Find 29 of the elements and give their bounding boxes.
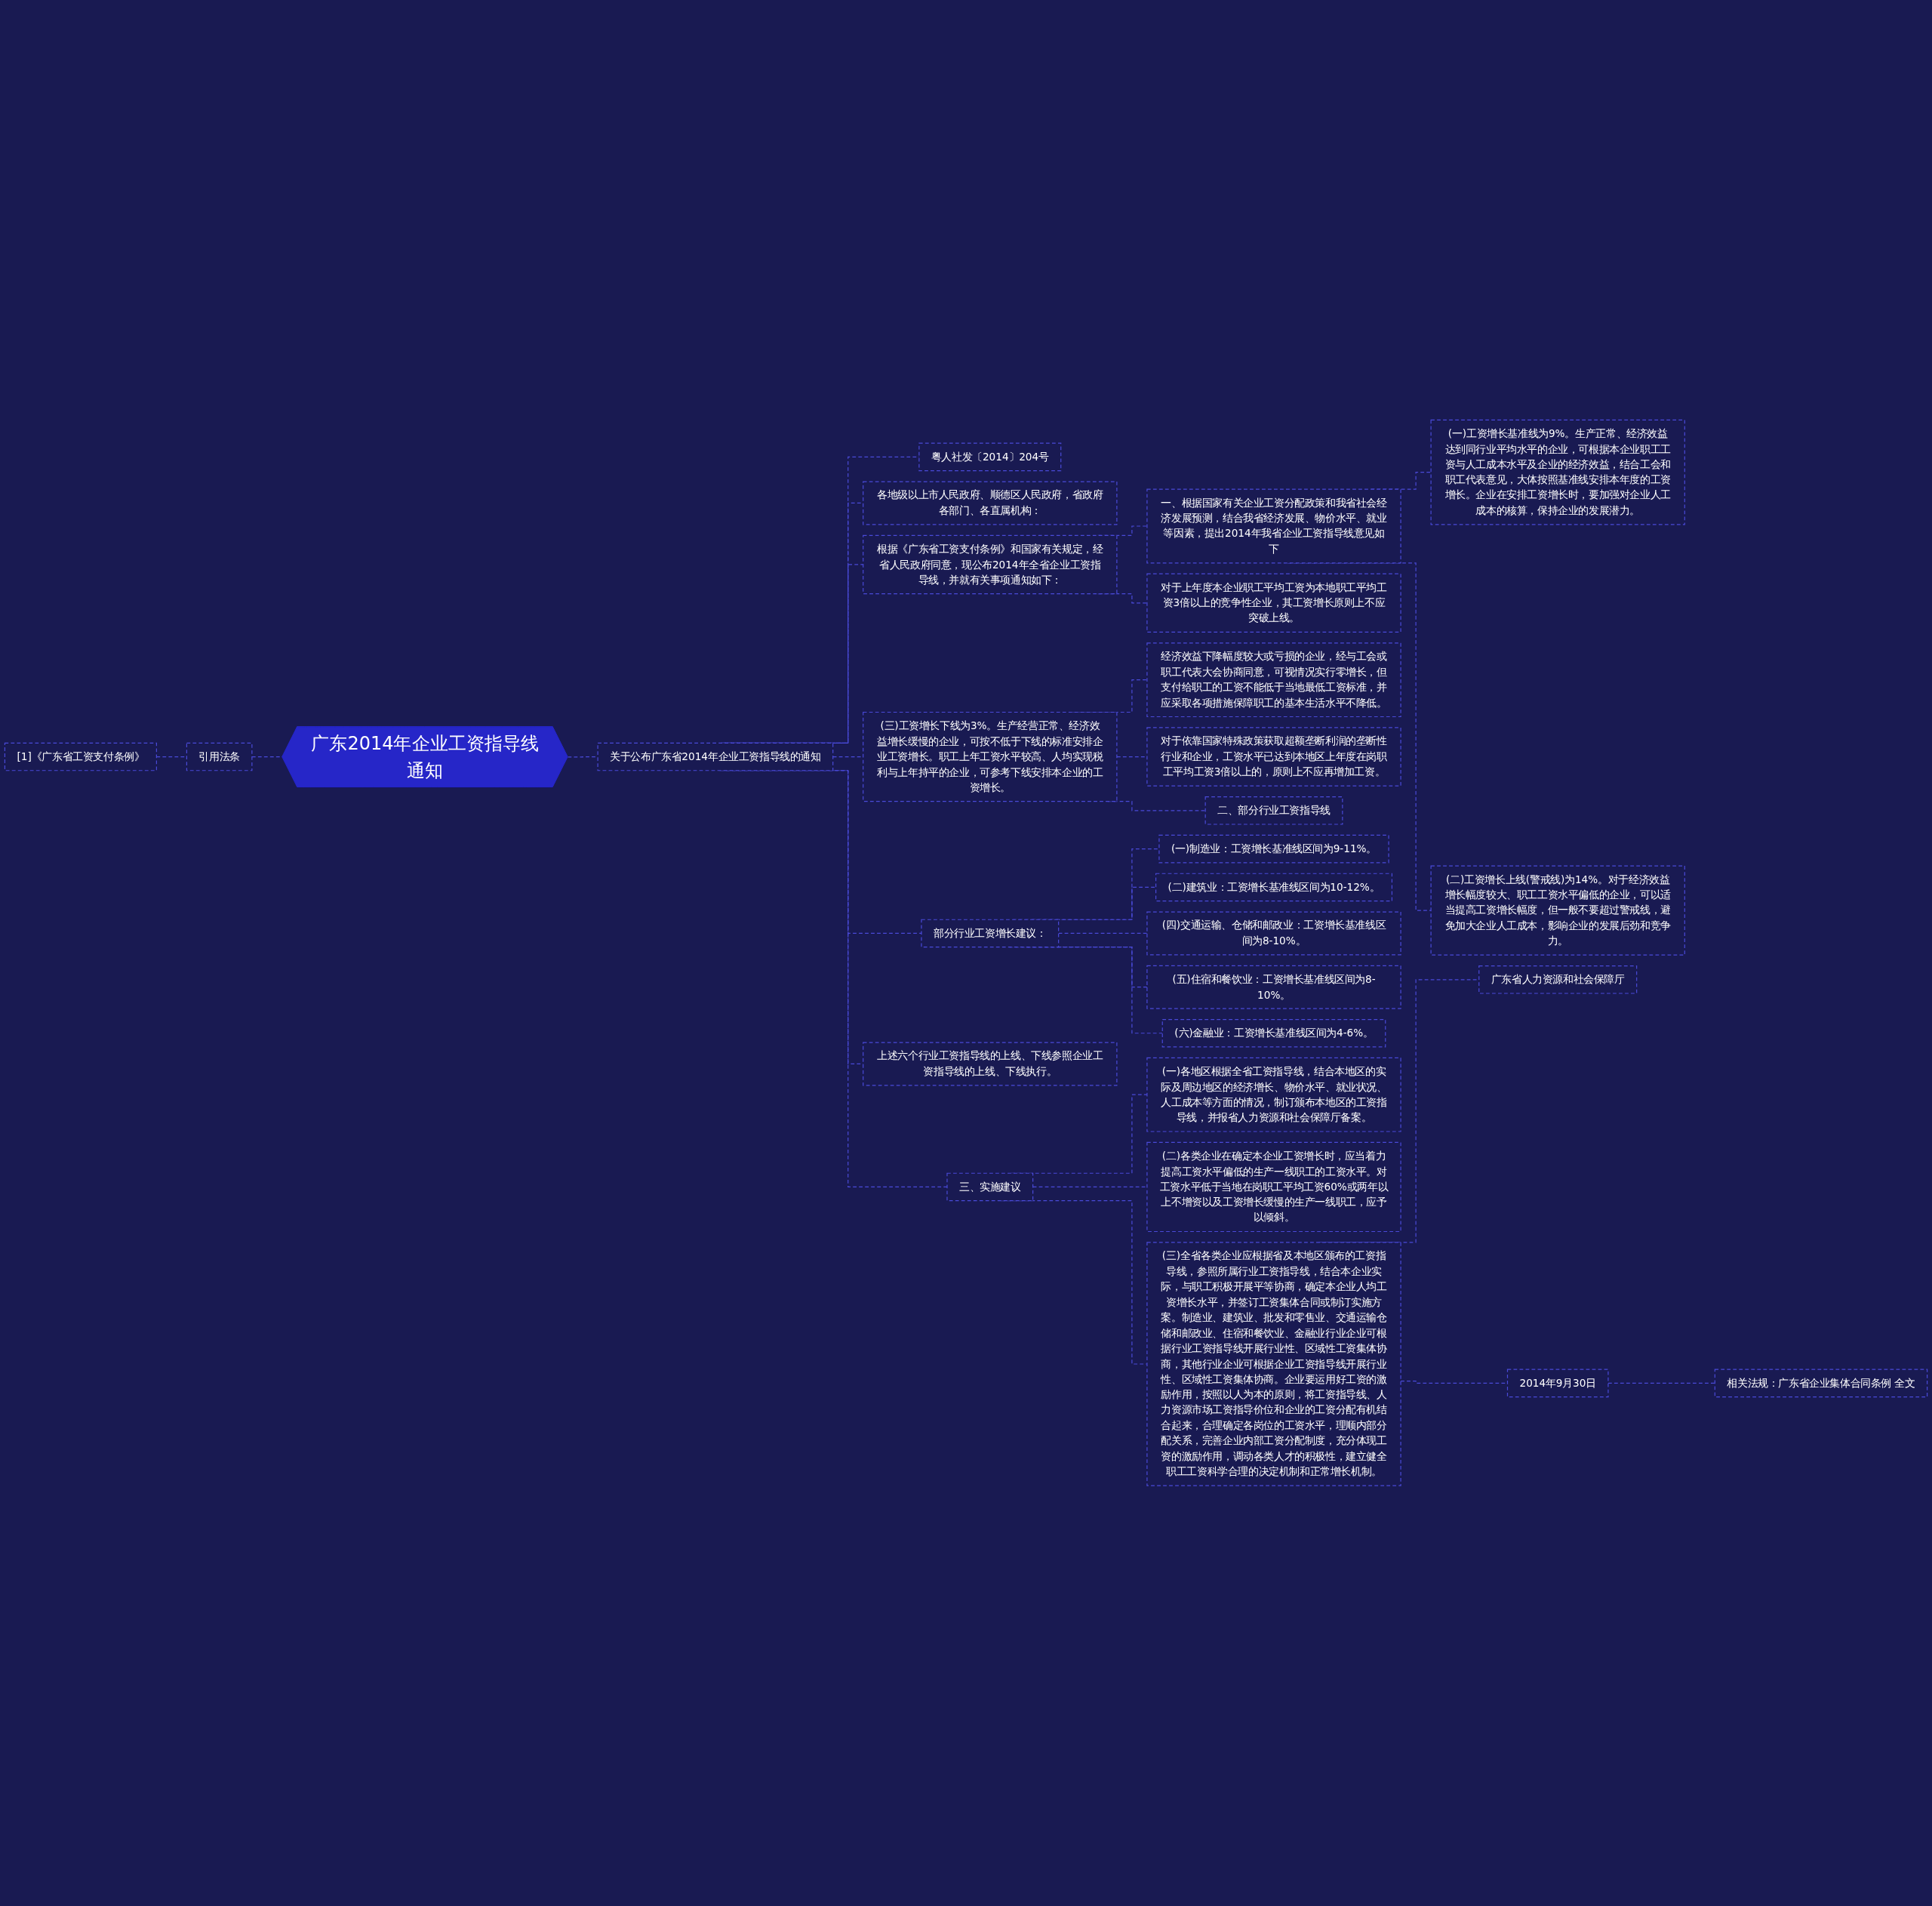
node-box: (六)金融业：工资增长基准线区间为4-6%。 <box>1161 1019 1386 1048</box>
node-box: 三、实施建议 <box>946 1172 1034 1202</box>
connector <box>1607 1383 1715 1384</box>
node-box: 一、根据国家有关企业工资分配政策和我省社会经济发展预测，结合我省经济发展、物价水平、就业等因素，提出2014年我省企业工资指导线意见如下 <box>1146 488 1401 564</box>
node-box: [1]《广东省工资支付条例》 <box>4 743 157 771</box>
node-box: 广东省人力资源和社会保障厅 <box>1478 965 1638 994</box>
node-box: 各地级以上市人民政府、顺德区人民政府，省政府各部门、各直属机构： <box>863 481 1118 525</box>
node-box: (一)各地区根据全省工资指导线，结合本地区的实际及周边地区的经济增长、物价水平、就业状况、人工成本等方面的情况，制订颁布本地区的工资指导线，并报省人力资源和社会保障厅备案。 <box>1146 1058 1401 1132</box>
node-box: 上述六个行业工资指导线的上线、下线参照企业工资指导线的上线、下线执行。 <box>863 1042 1118 1086</box>
node-box: 2014年9月30日 <box>1506 1369 1609 1398</box>
node-box: 经济效益下降幅度较大或亏损的企业，经与工会或职工代表大会协商同意，可视情况实行零增长，但支付给职工的工资不能低于当地最低工资标准，并应采取各项措施保障职工的基本生活水平不降低。 <box>1146 642 1401 718</box>
node-box: (三)全省各类企业应根据省及本地区颁布的工资指导线，参照所属行业工资指导线，结合本企业实际，与职工积极开展平等协商，确定本企业人均工资增长水平，并签订工资集体合同或制订实施方案。制造业、建筑业、批发和零售业、交通运输仓储和邮政业、住宿和餐饮业、金融业行业企业可根据行业工资指导线开展行业性、区域性工资集体协商，其他行业企业可根据企业工资指导线开展行业性、区域性工资集体协商。企业要运用好工资的激励作用，按照以人为本的原则，将工资指导线、人力资源市场工资指导价位和企业的工资分配有机结合起来，合理确定各岗位的工资水平，理顺内部分配关系，完善企业内部工资分配制度，充分体现工资的激励作用，调动各类人才的积极性，建立健全职工工资科学合理的决定机制和正常增长机制。 <box>1146 1242 1401 1486</box>
node-box: 对于上年度本企业职工平均工资为本地职工平均工资3倍以上的竞争性企业，其工资增长原则上不应突破上线。 <box>1146 573 1401 633</box>
node-box: 部分行业工资增长建议： <box>921 919 1060 948</box>
node-box: (二)各类企业在确定本企业工资增长时，应当着力提高工资水平偏低的生产一线职工的工资水平。对工资水平低于当地在岗职工平均工资60%或两年以上不增资以及工资增长缓慢的生产一线职工，应予以倾斜。 <box>1146 1142 1401 1233</box>
node-box: (一)制造业：工资增长基准线区间为9-11%。 <box>1158 835 1389 864</box>
node-box: 对于依靠国家特殊政策获取超额垄断利润的垄断性行业和企业，工资水平已达到本地区上年度在岗职工平均工资3倍以上的，原则上不应再增加工资。 <box>1146 727 1401 787</box>
node-box: 粤人社发〔2014〕204号 <box>918 442 1062 472</box>
node-box: (二)建筑业：工资增长基准线区间为10-12%。 <box>1155 873 1392 902</box>
node-box: 引用法条 <box>186 743 253 771</box>
node-box: 二、部分行业工资指导线 <box>1204 796 1343 825</box>
node-box: (一)工资增长基准线为9%。生产正常、经济效益达到同行业平均水平的企业，可根据本企业职工工资与人工成本水平及企业的经济效益，结合工会和职工代表意见，大体按照基准线安排本年度的工资增长。企业在安排工资增长时，要加强对企业人工成本的核算，保持企业的发展潜力。 <box>1430 420 1685 525</box>
node-box: (三)工资增长下线为3%。生产经营正常、经济效益增长缓慢的企业，可按不低于下线的标准安排企业工资增长。职工上年工资水平较高、人均实现税利与上年持平的企业，可参考下线安排本企业的工资增长。 <box>863 712 1118 802</box>
node-box: (四)交通运输、仓储和邮政业：工资增长基准线区间为8-10%。 <box>1146 911 1401 956</box>
node-box: 相关法规：广东省企业集体合同条例 全文 <box>1714 1369 1928 1398</box>
node-box: 关于公布广东省2014年企业工资指导线的通知 <box>597 743 834 771</box>
node-box: 根据《广东省工资支付条例》和国家有关规定，经省人民政府同意，现公布2014年全省企业工资指导线，并就有关事项通知如下： <box>863 534 1118 595</box>
node-box: (二)工资增长上线(警戒线)为14%。对于经济效益增长幅度较大、职工工资水平偏低的企业，可以适当提高工资增长幅度，但一般不要超过警戒线，避免加大企业人工成本，影响企业的发展后劲和竞争力。 <box>1430 865 1685 956</box>
node-box: (五)住宿和餐饮业：工资增长基准线区间为8-10%。 <box>1146 965 1401 1009</box>
